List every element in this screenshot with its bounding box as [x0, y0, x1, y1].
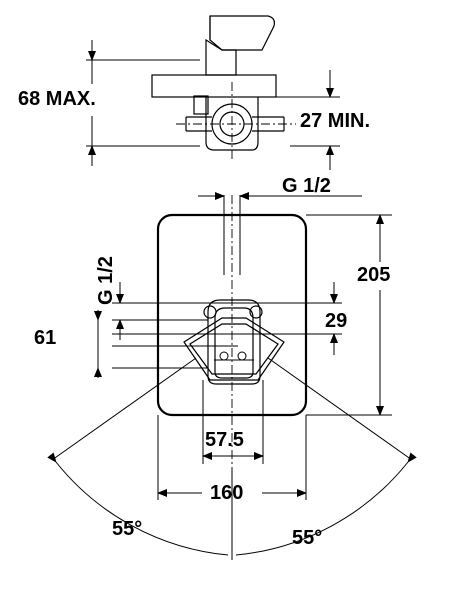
label-height-205: 205	[357, 264, 390, 286]
label-width-160: 160	[210, 482, 243, 504]
front-view	[47, 192, 417, 560]
label-width-57-5: 57.5	[205, 429, 244, 451]
label-angle-left: 55°	[112, 518, 142, 540]
label-thread-top: G 1/2	[282, 175, 331, 197]
side-view	[86, 15, 340, 170]
label-angle-right: 55°	[292, 527, 322, 549]
label-thread-side: G 1/2	[95, 256, 117, 305]
label-offset-61: 61	[34, 327, 56, 349]
label-offset-29: 29	[325, 310, 347, 332]
label-depth-min: 27 MIN.	[300, 110, 370, 132]
label-depth-max: 68 MAX.	[18, 88, 96, 110]
